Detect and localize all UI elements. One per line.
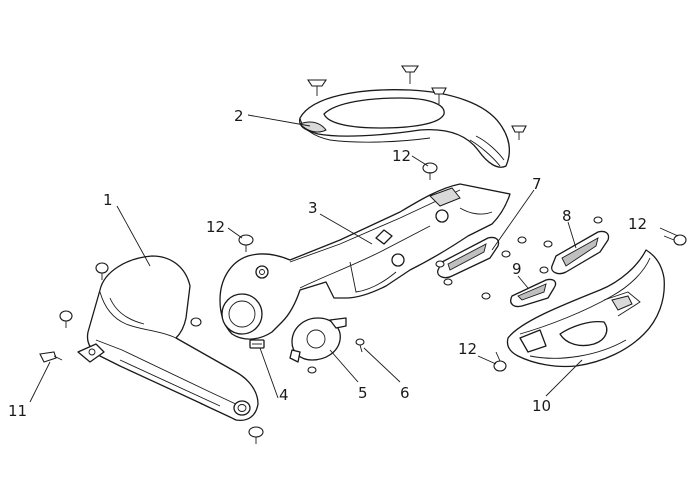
screw-icon: [39, 351, 63, 363]
screw-icon: [307, 366, 317, 374]
callout-12-right: 12: [628, 215, 647, 233]
part-5-bezel-ring: [289, 317, 347, 363]
screw-icon: [539, 266, 549, 274]
callout-4: 4: [279, 386, 289, 404]
fasteners: [39, 65, 687, 444]
part-4-clip: [249, 339, 265, 349]
screw-icon: [355, 338, 365, 353]
screw-icon: [501, 250, 511, 258]
callout-5: 5: [358, 384, 368, 402]
screw-icon: [238, 234, 254, 252]
screw-icon: [95, 262, 109, 280]
callout-8: 8: [562, 207, 572, 225]
screw-icon: [511, 125, 527, 140]
part-10-front-cover: [506, 249, 665, 368]
callout-2: 2: [234, 107, 244, 125]
screw-icon: [443, 278, 453, 286]
part-1-side-panel: [77, 255, 259, 422]
screw-icon: [435, 260, 445, 268]
part-7-grille: [437, 236, 500, 279]
screw-icon: [593, 216, 603, 224]
callout-10: 10: [532, 397, 551, 415]
screw-icon: [663, 234, 687, 246]
callout-12-top: 12: [392, 147, 411, 165]
part-3-frame-bracket: [219, 183, 511, 340]
screw-icon: [190, 317, 202, 327]
callout-7: 7: [532, 175, 542, 193]
callout-12-bottom: 12: [458, 340, 477, 358]
callout-3: 3: [308, 199, 318, 217]
screw-icon: [481, 292, 491, 300]
screw-icon: [517, 236, 527, 244]
screw-icon: [493, 351, 507, 372]
screw-icon: [431, 87, 447, 104]
callout-11: 11: [8, 402, 27, 420]
callout-1: 1: [103, 191, 113, 209]
screw-icon: [422, 162, 438, 180]
screw-icon: [306, 79, 328, 96]
part-2-top-ring-cover: [298, 89, 511, 168]
screw-icon: [59, 310, 73, 328]
callout-12-left: 12: [206, 218, 225, 236]
part-8-grille: [551, 230, 610, 275]
screw-icon: [543, 240, 553, 248]
callout-9: 9: [512, 260, 522, 278]
leader-lines: [29, 114, 679, 403]
screw-icon: [248, 426, 264, 444]
part-9-small-grille: [510, 278, 557, 308]
callout-6: 6: [400, 384, 410, 402]
screw-icon: [400, 65, 420, 84]
